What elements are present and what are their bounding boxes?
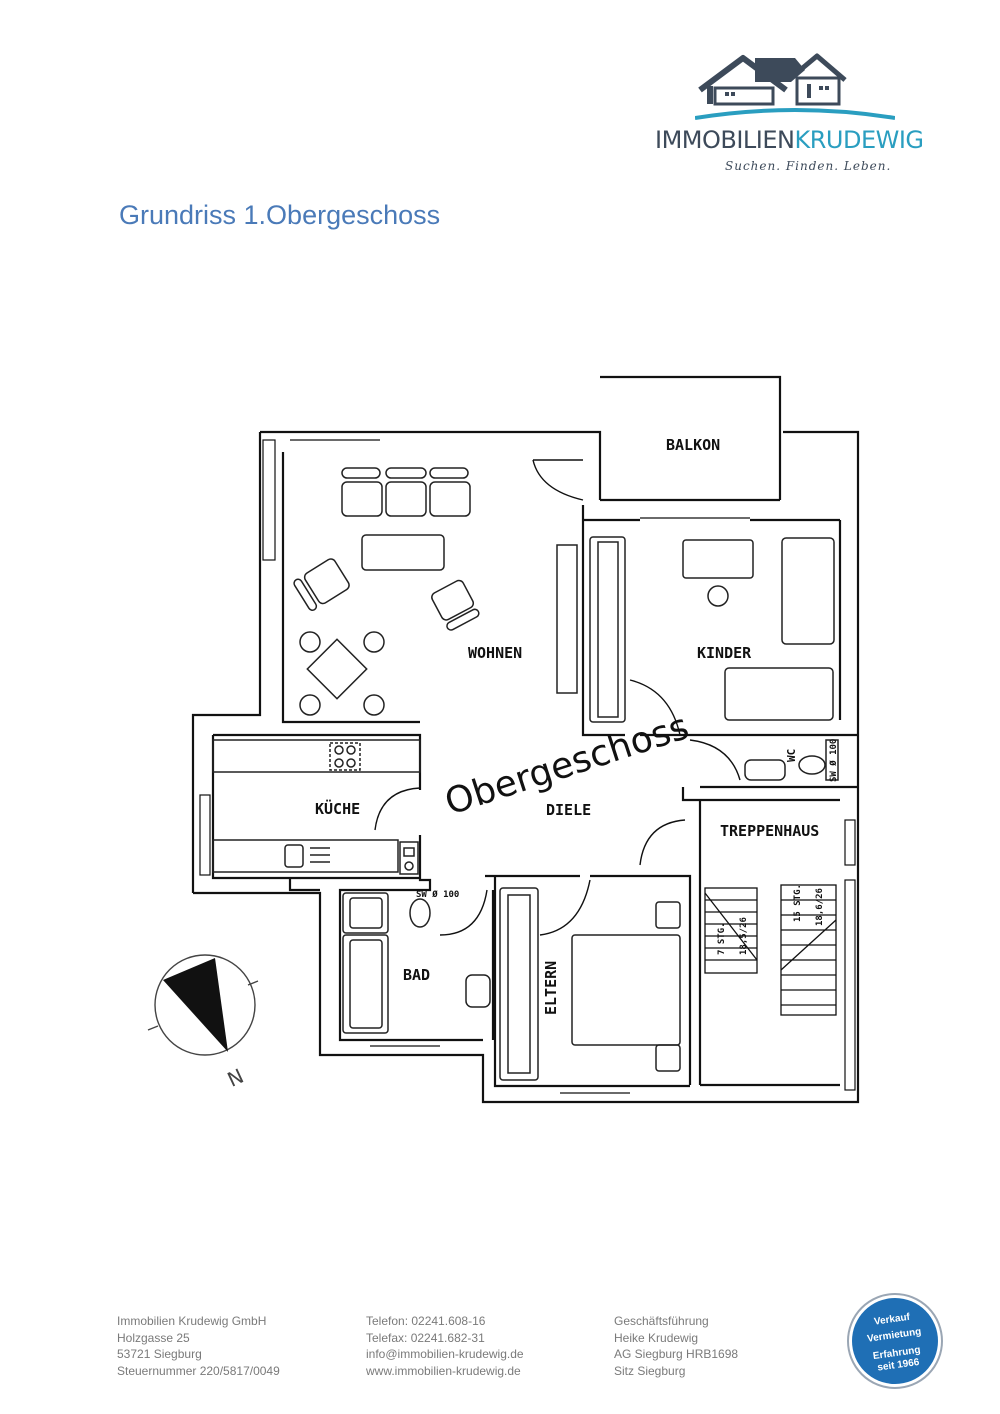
footer-management: Geschäftsführung Heike Krudewig AG Siegb… xyxy=(614,1314,739,1378)
stairs-right-count: 15 STG. xyxy=(793,884,803,922)
sw-label-bad: SW Ø 100 xyxy=(416,889,459,900)
room-label-wohnen: WOHNEN xyxy=(468,644,522,662)
room-label-diele: DIELE xyxy=(546,801,591,819)
footer-contact: Telefon: 02241.608-16 Telefax: 02241.682… xyxy=(366,1313,524,1379)
room-label-kueche: KÜCHE xyxy=(315,799,360,818)
seal-badge: Verkauf Vermietung Erfahrung seit 1966 xyxy=(847,1293,943,1389)
svg-text:Verkauf: Verkauf xyxy=(873,1312,911,1328)
page-title: Grundriss 1.Obergeschoss xyxy=(119,200,441,230)
compass-north-label: N xyxy=(224,1064,248,1092)
room-label-bad: BAD xyxy=(403,966,430,984)
compass-icon: N xyxy=(147,954,259,1092)
footer-website-link[interactable]: www.immobilien-krudewig.de xyxy=(366,1363,521,1378)
floor-plan: BALKON WOHNEN KINDER KÜCHE DIELE TREPPEN… xyxy=(147,375,860,1104)
sw-label-wc: SW Ø 100 xyxy=(828,739,839,782)
stairs-right-size: 18,6/26 xyxy=(815,888,825,926)
room-label-kinder: KINDER xyxy=(697,644,752,662)
room-label-eltern: ELTERN xyxy=(542,961,560,1015)
room-label-treppenhaus: TREPPENHAUS xyxy=(720,822,819,840)
logo-tagline: Suchen. Finden. Leben. xyxy=(725,159,892,173)
company-logo: IMMOBILIENKRUDEWIG Suchen. Finden. Leben… xyxy=(650,50,950,180)
room-label-wc: WC xyxy=(785,749,798,762)
logo-wordmark: IMMOBILIENKRUDEWIG xyxy=(655,126,924,154)
stairs-left-count: 7 STG. xyxy=(717,922,727,955)
footer-phone: Telefon: 02241.608-16 xyxy=(366,1314,486,1328)
footer-email-link[interactable]: info@immobilien-krudewig.de xyxy=(366,1347,524,1361)
house-logo-icon xyxy=(695,53,895,120)
footer-company: Immobilien Krudewig GmbH Holzgasse 25 53… xyxy=(117,1314,280,1378)
stairs-left-size: 18,5/26 xyxy=(739,917,749,955)
room-label-balkon: BALKON xyxy=(666,436,720,454)
footer-fax: Telefax: 02241.682-31 xyxy=(366,1330,485,1345)
